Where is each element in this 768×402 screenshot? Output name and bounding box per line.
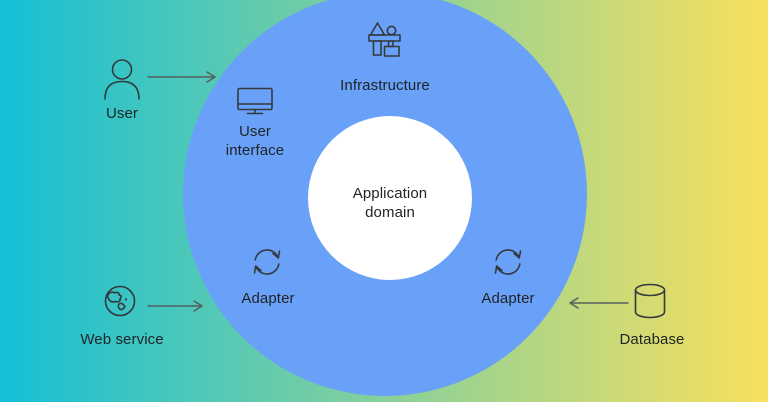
application-domain-label: Application domain: [352, 185, 428, 221]
refresh-cycle-icon: [253, 249, 281, 275]
person-icon: [104, 59, 140, 100]
application-domain-core: [308, 116, 472, 280]
web-service-label: Web service: [80, 331, 164, 348]
arrow-user-to-ring: [147, 71, 216, 83]
user-label: User: [105, 105, 139, 122]
arrow-web-service-to-adapter: [147, 300, 203, 312]
adapter-left-label: Adapter: [241, 290, 295, 307]
refresh-cycle-icon: [494, 249, 522, 275]
adapter-right-label: Adapter: [481, 290, 535, 307]
infrastructure-label: Infrastructure: [340, 77, 430, 94]
globe-icon: [104, 285, 136, 317]
arrow-database-to-adapter: [569, 297, 629, 309]
database-cylinder-icon: [634, 283, 666, 319]
building-blocks-icon: [368, 22, 401, 57]
database-label: Database: [619, 331, 685, 348]
monitor-icon: [237, 87, 273, 115]
user-interface-label: User interface: [225, 123, 285, 159]
